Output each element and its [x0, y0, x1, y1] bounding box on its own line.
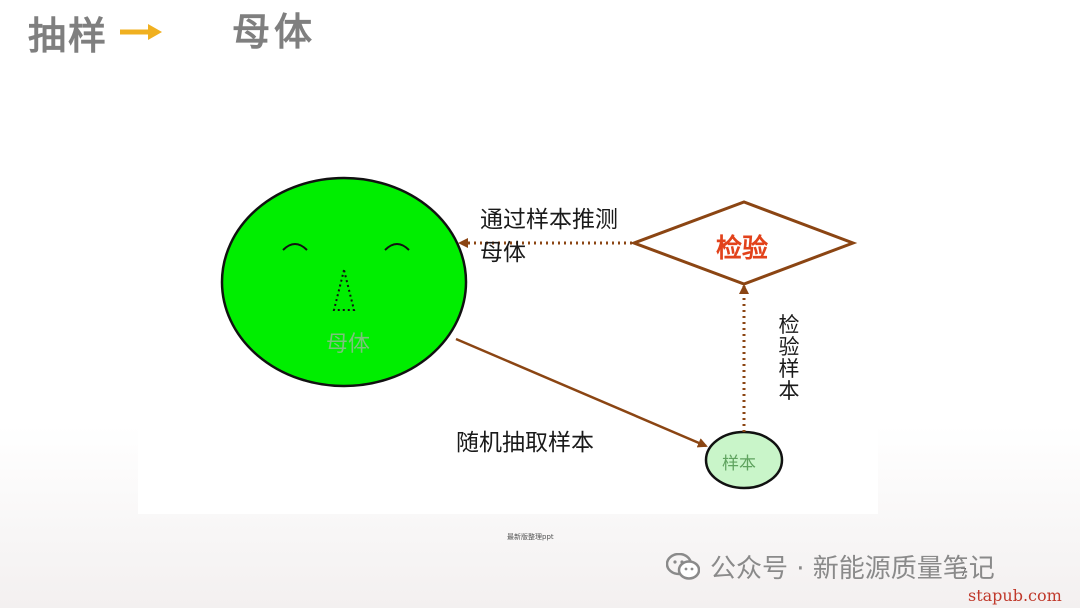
- title-sampling: 抽样: [28, 13, 109, 58]
- watermark-account: 公众号 · 新能源质量笔记: [710, 554, 995, 584]
- population-label: 母体: [326, 332, 371, 357]
- right-arrow-icon: [120, 24, 163, 40]
- inspect-label: 检验: [716, 234, 769, 264]
- inspection-diamond: [629, 200, 858, 286]
- inspect-sample-label: 检验样本: [778, 313, 800, 403]
- watermark: 公众号 · 新能源质量笔记: [666, 548, 995, 585]
- title-population: 母体: [232, 10, 317, 54]
- slide-title: 抽样: [28, 6, 178, 58]
- wechat-icon: [666, 552, 700, 580]
- watermark-site: stapub.com: [968, 586, 1062, 605]
- random-sampling-label: 随机抽取样本: [456, 430, 594, 456]
- infer-population-label: 通过样本推测母体: [480, 207, 618, 266]
- random-sampling-arrow: [455, 337, 708, 448]
- footer-note: 最新版整理ppt: [507, 533, 554, 541]
- page-number: 7: [960, 566, 967, 579]
- sample-label: 样本: [722, 454, 756, 474]
- population-circle: [220, 176, 468, 388]
